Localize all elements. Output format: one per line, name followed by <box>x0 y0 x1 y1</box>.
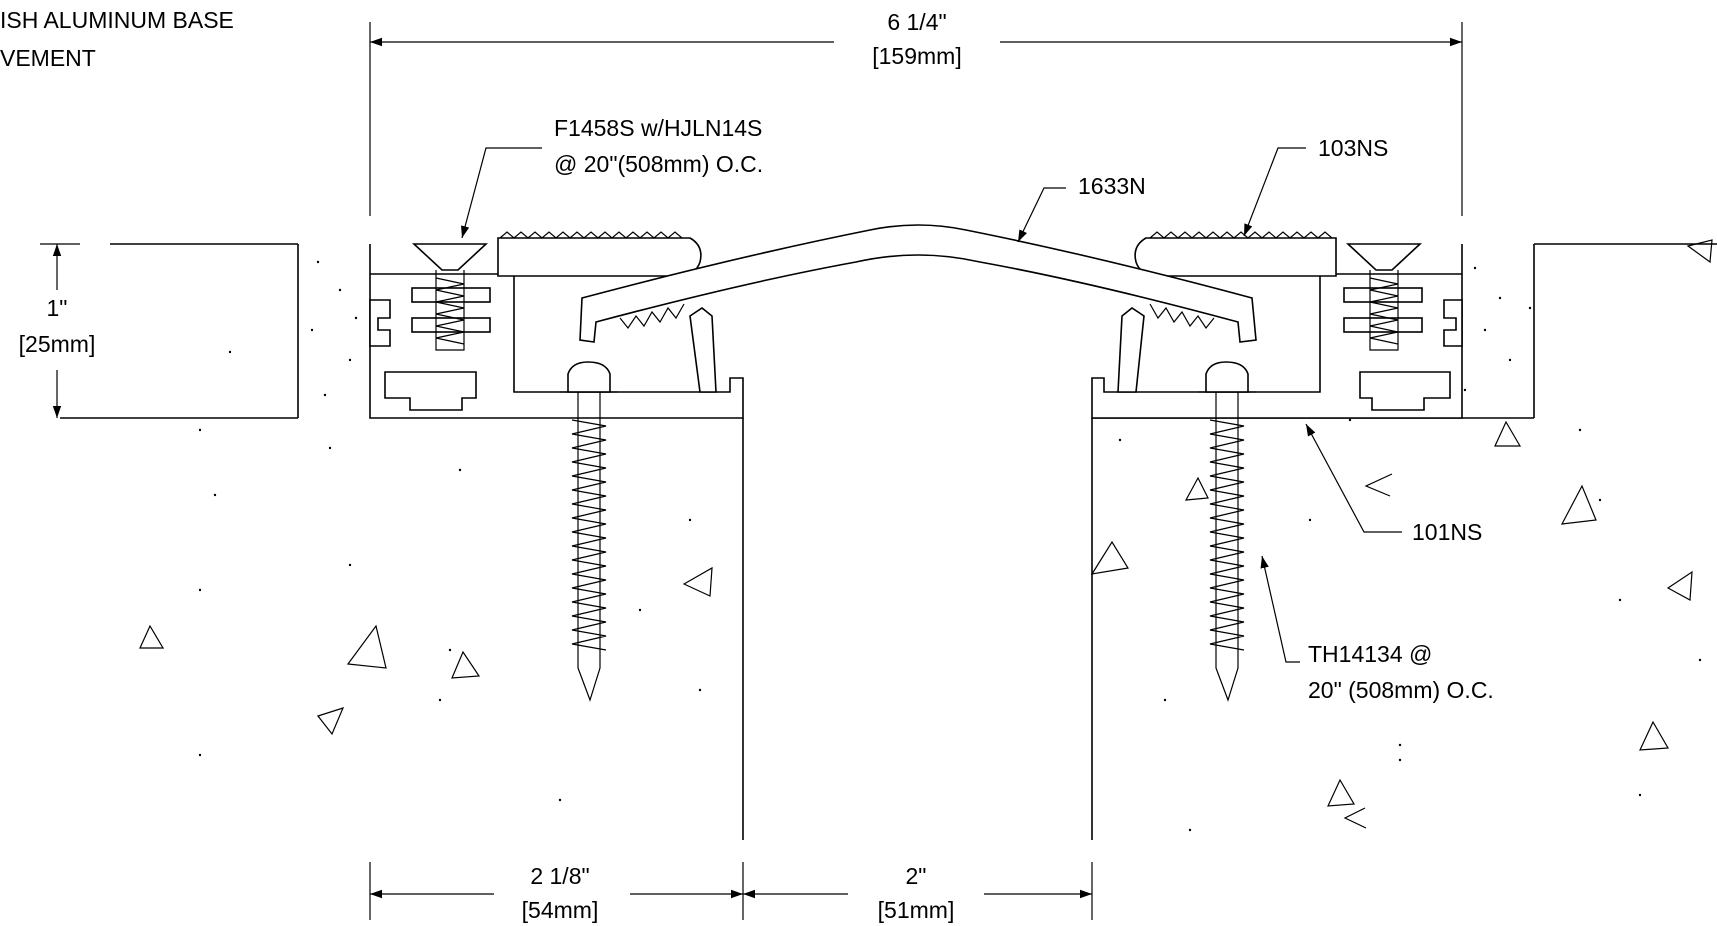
cover-callout: 1633N <box>1078 173 1146 199</box>
overall-width-dimension: 6 1/4" [159mm] <box>369 9 1463 216</box>
base-callout: 101NS <box>1412 519 1482 545</box>
base-width-metric: [54mm] <box>522 897 599 923</box>
overall-width-imperial: 6 1/4" <box>887 9 946 35</box>
fastener-callout-line-2: @ 20"(508mm) O.C. <box>554 151 763 177</box>
anchor-callout-line-2: 20" (508mm) O.C. <box>1308 677 1494 703</box>
insert-callout: 103NS <box>1318 135 1388 161</box>
height-dimension: 1" [25mm] <box>19 243 96 418</box>
note-line-1: ISH ALUMINUM BASE <box>0 7 234 33</box>
overall-width-metric: [159mm] <box>872 43 961 69</box>
base-width-imperial: 2 1/8" <box>530 863 589 889</box>
joint-gap-metric: [51mm] <box>878 897 955 923</box>
callout-leaders <box>461 147 1402 663</box>
fastener-callout-line-1: F1458S w/HJLN14S <box>554 115 762 141</box>
height-metric: [25mm] <box>19 331 96 357</box>
note-line-2: VEMENT <box>0 45 96 71</box>
cover-plate <box>579 224 1257 343</box>
left-concrete-slab <box>60 243 744 840</box>
anchor-callout-line-1: TH14134 @ <box>1308 641 1432 667</box>
right-serrated-insert <box>1134 231 1337 277</box>
left-anchor-screw <box>560 361 618 702</box>
left-fastener <box>411 243 491 351</box>
bottom-dimensions: 2 1/8" [54mm] 2" [51mm] <box>369 862 1093 923</box>
right-anchor-screw <box>1198 361 1256 702</box>
joint-gap-imperial: 2" <box>906 863 927 889</box>
right-fastener <box>1343 243 1423 351</box>
left-serrated-insert <box>497 231 702 277</box>
height-imperial: 1" <box>47 295 68 321</box>
